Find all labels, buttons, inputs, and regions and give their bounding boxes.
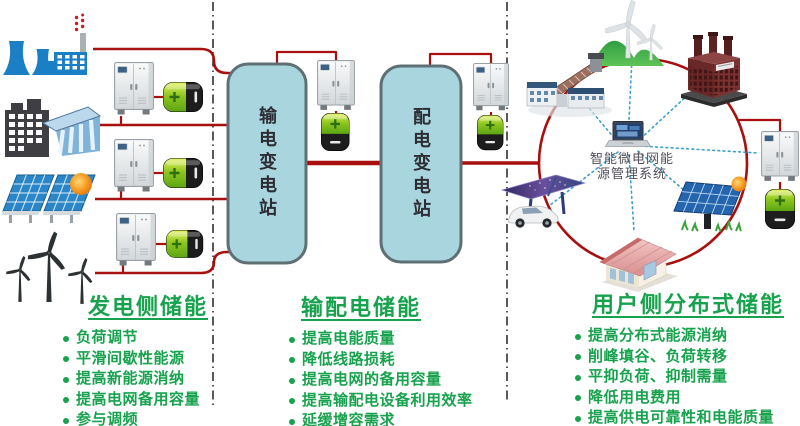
section-user-storage: 用户侧分布式储能 提高分布式能源消纳 削峰填谷、负荷转移 平抑负荷、抑制需量 降… — [570, 287, 784, 426]
section-grid-storage: 输配电储能 提高电能质量 降低线路损耗 提高电网的备用容量 提高输配电设备利用效… — [285, 290, 473, 426]
bullet-item: 提高分布式能源消纳 — [574, 326, 784, 347]
battery-icon — [764, 188, 796, 230]
thermal-power-plant-icon — [3, 13, 87, 75]
converter-cabinet-icon — [114, 62, 154, 116]
ev-solar-carport-icon — [500, 173, 587, 230]
converter-cabinet-icon — [473, 63, 509, 111]
section-heading: 发电侧储能 — [88, 294, 209, 319]
hydro-dam-building-icon — [5, 99, 100, 157]
bullet-item: 削峰填谷、负荷转移 — [574, 347, 784, 368]
battery-icon — [476, 114, 505, 151]
bullet-list: 提高电能质量 降低线路损耗 提高电网的备用容量 提高输配电设备利用效率 延缓增容… — [288, 329, 473, 426]
bullet-item: 降低线路损耗 — [288, 350, 473, 371]
bullet-item: 提高电能质量 — [288, 329, 473, 350]
battery-icon — [162, 81, 204, 113]
bullet-list: 负荷调节 平滑间歇性能源 提高新能源消纳 提高电网备用容量 参与调频 — [62, 328, 208, 426]
bullet-item: 平滑间歇性能源 — [62, 349, 208, 370]
bullet-item: 延缓增容需求 — [288, 411, 473, 426]
microgrid-system-label-line2: 源管理系统 — [596, 166, 667, 181]
bullet-item: 提高供电可靠性和电能质量 — [574, 408, 784, 426]
converter-cabinet-icon — [116, 213, 156, 267]
bullet-list: 提高分布式能源消纳 削峰填谷、负荷转移 平抑负荷、抑制需量 降低用电费用 提高供… — [574, 326, 784, 426]
converter-cabinet-icon — [761, 131, 799, 182]
bullet-item: 提高输配电设备利用效率 — [288, 391, 473, 412]
transmission-substation-box — [226, 62, 308, 265]
bullet-item: 提高电网的备用容量 — [288, 370, 473, 391]
bullet-item: 负荷调节 — [62, 328, 208, 349]
solar-panel-icon — [673, 175, 748, 232]
bullet-item: 提高新能源消纳 — [62, 369, 208, 390]
bullet-item: 参与调频 — [62, 410, 208, 426]
laptop-icon — [605, 121, 651, 147]
brick-factory-icon — [680, 31, 748, 108]
section-generation-storage: 发电侧储能 负荷调节 平滑间歇性能源 提高新能源消纳 提高电网备用容量 参与调频 — [58, 289, 208, 426]
bullet-item: 降低用电费用 — [574, 388, 784, 409]
section-heading: 用户侧分布式储能 — [592, 292, 785, 317]
transmission-substation-label: 输电变电站 — [257, 106, 277, 221]
battery-icon — [320, 112, 351, 152]
converter-cabinet-icon — [317, 60, 355, 111]
power-lines — [86, 47, 782, 275]
bullet-item: 平抑负荷、抑制需量 — [574, 367, 784, 388]
converter-cabinet-icon — [114, 139, 154, 193]
battery-icon — [165, 229, 204, 259]
microgrid-system-label-line1: 智能微电网能 — [589, 151, 674, 166]
industrial-plant-icon — [526, 52, 613, 118]
bullet-item: 提高电网备用容量 — [62, 390, 208, 411]
sun-icon — [70, 173, 92, 195]
distribution-substation-label: 配电变电站 — [411, 106, 431, 222]
microgrid-system-label: 智能微电网能 源管理系统 — [572, 151, 692, 181]
battery-icon — [162, 157, 204, 189]
section-heading: 输配电储能 — [301, 295, 422, 320]
distribution-substation-box — [379, 64, 463, 264]
